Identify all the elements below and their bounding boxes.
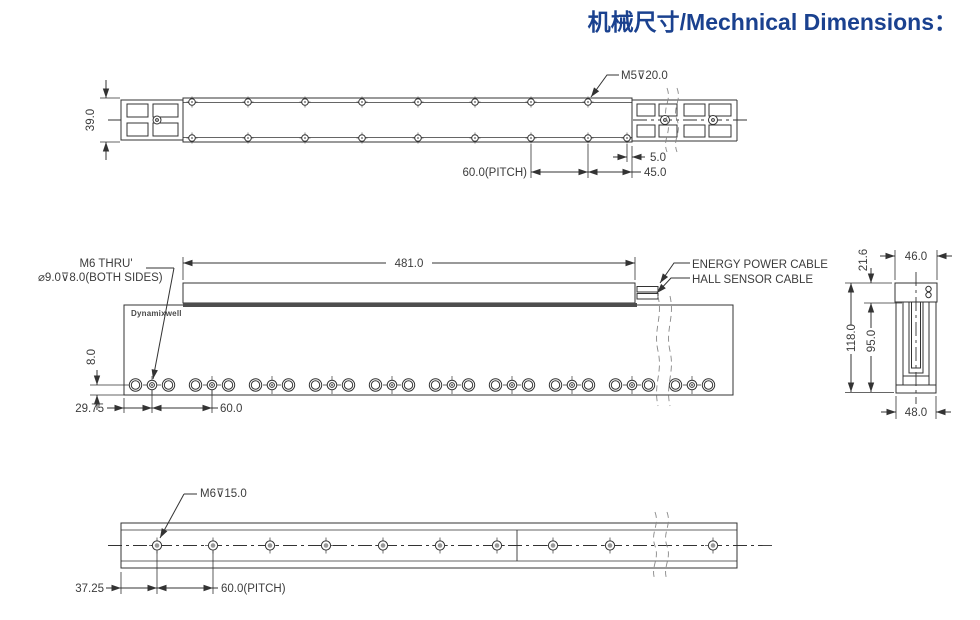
tapped-hole-icon <box>432 537 448 554</box>
mounting-hole-group <box>428 376 476 394</box>
dim-bottom-pitch: 60.0(PITCH) <box>221 583 286 595</box>
section-view: 21.6 46.0 118.0 95.0 48.0 <box>845 249 952 419</box>
dim-total-height: 118.0 <box>846 324 858 352</box>
screw-hole-icon <box>582 132 594 144</box>
screw-hole-icon <box>242 96 254 108</box>
screw-hole-icon <box>469 132 481 144</box>
bottom-view: M6⊽15.0 37.25 60.0(PITCH) <box>75 488 776 595</box>
mounting-hole-group <box>128 376 176 394</box>
dim-mover-length: 481.0 <box>395 258 424 270</box>
screw-hole-icon <box>299 96 311 108</box>
screw-hole-icon <box>469 96 481 108</box>
dim-rail-width: 39.0 <box>85 109 97 131</box>
dim-stator-height: 95.0 <box>866 330 878 352</box>
top-view: 39.0 M5⊽20.0 60.0(PITCH) 5.0 45.0 <box>85 70 748 179</box>
dim-mover-top-height: 21.6 <box>858 249 870 271</box>
screw-hole-icon <box>525 132 537 144</box>
screw-hole-icon <box>356 132 368 144</box>
page-title: 机械尺寸/Mechnical Dimensions： <box>588 9 957 35</box>
screw-hole-icon <box>186 96 198 108</box>
mounting-hole-group <box>608 376 656 394</box>
brand-logo: Dynamixwell <box>131 309 182 318</box>
dim-stator-width: 48.0 <box>905 407 927 419</box>
tapped-hole-icon <box>489 537 505 554</box>
mounting-hole-group <box>668 376 716 394</box>
dim-mover-width: 46.0 <box>905 251 927 263</box>
dim-end-45: 45.0 <box>644 167 666 179</box>
callout-m6-thru-line2: ⌀9.0⊽8.0(BOTH SIDES) <box>38 272 163 284</box>
dim-hole-edge-height: 8.0 <box>86 349 98 365</box>
label-energy-power-cable: ENERGY POWER CABLE <box>692 259 828 271</box>
callout-m6-tap: M6⊽15.0 <box>200 488 247 500</box>
screw-hole-icon <box>242 132 254 144</box>
mounting-hole-group <box>488 376 536 394</box>
side-view-linework <box>90 257 734 413</box>
tapped-hole-icon <box>262 537 278 554</box>
screw-hole-icon <box>299 132 311 144</box>
mover-carriage-side-view <box>182 282 636 304</box>
label-hall-sensor-cable: HALL SENSOR CABLE <box>692 274 813 286</box>
mounting-hole-group <box>308 376 356 394</box>
dim-side-pitch: 60.0 <box>220 403 242 415</box>
stator-wall-left <box>895 301 904 394</box>
screw-hole-icon <box>412 132 424 144</box>
tapped-hole-icon <box>602 537 618 554</box>
callout-m6-thru-line1: M6 THRU' <box>79 258 132 270</box>
tapped-hole-icon <box>318 537 334 554</box>
screw-hole-icon <box>412 96 424 108</box>
tapped-hole-icon <box>375 537 391 554</box>
section-view-linework <box>845 250 952 419</box>
tapped-hole-icon <box>545 537 561 554</box>
bottom-view-linework <box>106 493 776 594</box>
dim-top-pitch: 60.0(PITCH) <box>462 167 527 179</box>
screw-hole-icon <box>525 96 537 108</box>
screw-hole-icon <box>582 96 594 108</box>
tapped-hole-icon <box>705 537 721 554</box>
tapped-hole-icon <box>149 537 165 554</box>
callout-m5-tap: M5⊽20.0 <box>621 70 668 82</box>
cable-stub <box>636 286 659 293</box>
screw-hole-icon <box>356 96 368 108</box>
dim-first-hole-bottom: 37.25 <box>75 583 104 595</box>
side-view: M6 THRU' ⌀9.0⊽8.0(BOTH SIDES) 481.0 ENER… <box>38 257 828 415</box>
rail-body-top-view <box>182 97 633 143</box>
dim-end-hole-offset: 5.0 <box>650 152 666 164</box>
mounting-hole-group <box>248 376 296 394</box>
tapped-hole-icon <box>205 537 221 554</box>
screw-hole-icon <box>621 132 633 144</box>
stator-wall-right <box>928 301 937 394</box>
top-view-linework <box>100 74 748 178</box>
dim-first-hole: 29.75 <box>75 403 104 415</box>
mounting-hole-group <box>368 376 416 394</box>
screw-hole-icon <box>186 132 198 144</box>
mounting-hole-group <box>548 376 596 394</box>
